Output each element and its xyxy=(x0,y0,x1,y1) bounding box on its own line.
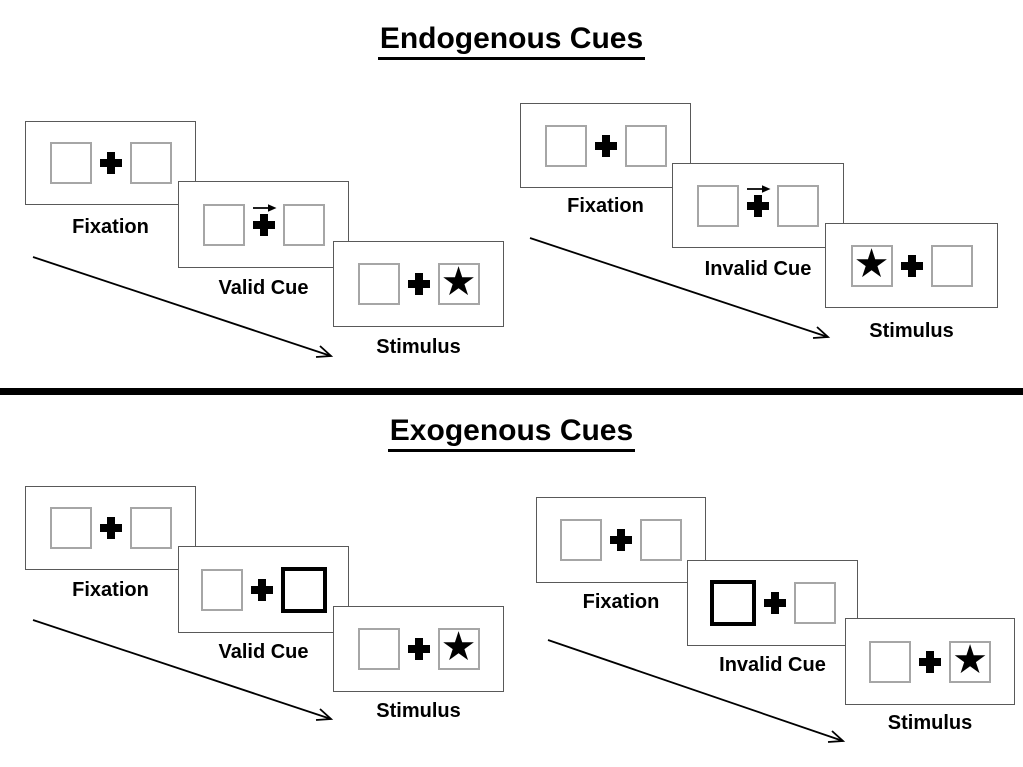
panel-label: Fixation xyxy=(72,216,149,238)
time-arrow xyxy=(547,639,846,743)
panel-invalid-cue xyxy=(687,560,858,646)
right-box: ★ xyxy=(437,625,480,670)
panel-invalid-cue xyxy=(672,163,844,248)
fixation-cross-icon xyxy=(747,184,771,217)
panel-label: Stimulus xyxy=(887,712,973,734)
time-arrow xyxy=(32,256,334,358)
right-box: ★ xyxy=(949,637,991,683)
fixation-cross-icon xyxy=(900,254,923,277)
left-box xyxy=(357,263,400,305)
panel-fixation xyxy=(520,103,691,188)
right-box xyxy=(129,142,172,184)
panel-label: Fixation xyxy=(72,579,149,601)
star-icon: ★ xyxy=(952,637,988,682)
right-box xyxy=(793,582,836,624)
panel-fixation xyxy=(25,486,196,570)
panel-label: Invalid Cue xyxy=(704,258,812,280)
section-title-exogenous: Exogenous Cues xyxy=(0,414,1023,452)
right-box xyxy=(640,519,682,561)
section-title-text: Endogenous Cues xyxy=(377,22,646,60)
fixation-cross-icon xyxy=(919,650,941,673)
right-box xyxy=(129,507,172,549)
fixation-cross-icon xyxy=(99,152,122,174)
left-box xyxy=(49,507,92,549)
panel-valid-cue xyxy=(178,181,349,268)
left-box xyxy=(49,142,92,184)
left-box xyxy=(200,568,243,611)
panel-label: Fixation xyxy=(567,195,644,217)
panel-label: Stimulus xyxy=(376,336,461,358)
left-box xyxy=(697,184,739,227)
star-icon: ★ xyxy=(853,241,890,286)
fixation-cross-icon xyxy=(610,529,632,551)
cue-arrow-icon xyxy=(252,203,278,213)
fixation-cross-icon xyxy=(407,638,430,660)
time-arrow xyxy=(529,237,831,339)
panel-stimulus: ★ xyxy=(333,241,504,327)
star-icon: ★ xyxy=(440,260,477,304)
panel-label: Stimulus xyxy=(869,320,954,342)
panel-label: Fixation xyxy=(582,591,660,613)
right-box: ★ xyxy=(437,260,480,305)
section-title-endogenous: Endogenous Cues xyxy=(0,22,1023,60)
left-box xyxy=(202,203,245,246)
section-divider xyxy=(0,388,1023,395)
panel-label: Stimulus xyxy=(376,700,461,722)
panel-label: Valid Cue xyxy=(218,277,309,299)
panel-fixation xyxy=(536,497,706,583)
panel-label: Invalid Cue xyxy=(719,654,826,676)
left-box-highlighted xyxy=(709,580,756,626)
section-title-text: Exogenous Cues xyxy=(387,414,636,452)
fixation-cross-icon xyxy=(594,134,617,157)
left-box xyxy=(544,124,587,167)
cue-arrow-icon xyxy=(746,184,772,194)
panel-stimulus: ★ xyxy=(845,618,1015,705)
fixation-cross-icon xyxy=(250,578,273,601)
right-box-highlighted xyxy=(280,566,327,613)
right-box xyxy=(624,124,667,167)
right-box xyxy=(282,203,325,246)
panel-label: Valid Cue xyxy=(218,641,309,663)
right-box xyxy=(777,184,819,227)
fixation-cross-icon xyxy=(763,592,786,614)
panel-stimulus: ★ xyxy=(333,606,504,692)
time-arrow xyxy=(32,619,334,721)
left-box xyxy=(560,519,602,561)
left-box xyxy=(869,640,911,683)
panel-stimulus: ★ xyxy=(825,223,998,308)
panel-valid-cue xyxy=(178,546,349,633)
fixation-cross-icon xyxy=(252,203,276,236)
right-box xyxy=(930,244,973,287)
left-box: ★ xyxy=(850,241,893,287)
panel-fixation xyxy=(25,121,196,205)
fixation-cross-icon xyxy=(99,517,122,539)
star-icon: ★ xyxy=(440,625,477,669)
left-box xyxy=(357,628,400,670)
fixation-cross-icon xyxy=(407,273,430,295)
